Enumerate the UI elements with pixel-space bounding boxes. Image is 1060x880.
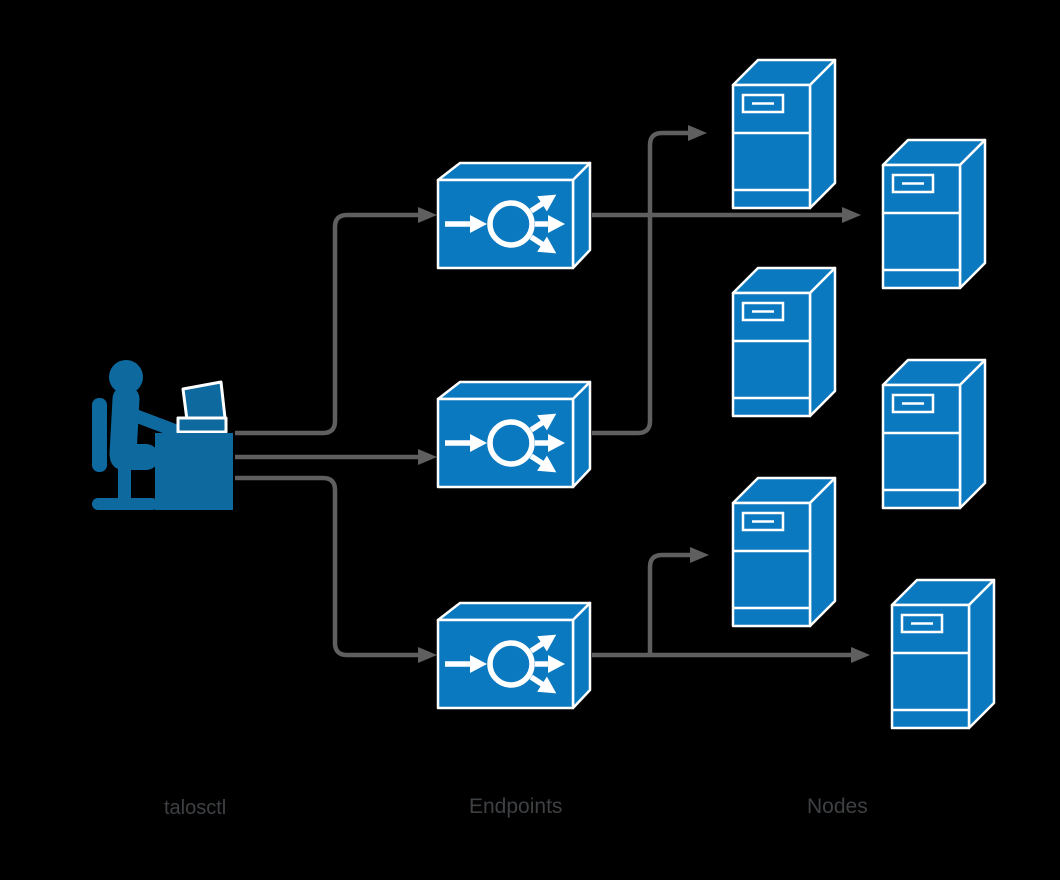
endpoints-label: Endpoints (469, 795, 563, 818)
connector-endpoint-2-node-1 (592, 125, 707, 436)
node-2-server-icon (731, 266, 837, 418)
connector-endpoint-1-node-4 (592, 207, 861, 223)
person-at-desk-icon (92, 360, 233, 510)
connector-talosctl-endpoint-2 (235, 449, 437, 465)
node-1-server-icon (731, 58, 837, 210)
talosctl-label: talosctl (164, 797, 227, 819)
node-6-server-icon (890, 578, 996, 730)
node-3-server-icon (731, 476, 837, 628)
endpoint-2-load-balancer-icon (438, 382, 590, 487)
node-5-server-icon (881, 358, 987, 510)
connector-talosctl-endpoint-1 (235, 207, 437, 436)
connector-endpoint-3-node-3 (647, 547, 709, 655)
connector-endpoint-3-node-6 (592, 647, 870, 663)
nodes-label: Nodes (807, 795, 868, 818)
endpoint-3-load-balancer-icon (438, 603, 590, 708)
node-4-server-icon (881, 138, 987, 290)
connector-talosctl-endpoint-3 (235, 475, 437, 663)
endpoint-1-load-balancer-icon (438, 163, 590, 268)
